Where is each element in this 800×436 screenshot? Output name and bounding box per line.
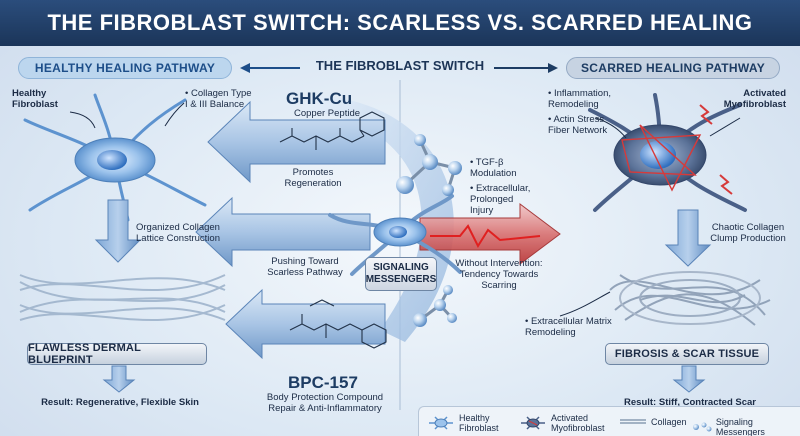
bpc-arrow <box>225 288 386 360</box>
without-intervention-label: Without Intervention: Tendency Towards S… <box>455 258 543 291</box>
healthy-fibroblast-label: Healthy Fibroblast <box>12 88 58 110</box>
collagen-balance-label: • Collagen Type I & III Balance <box>185 88 252 110</box>
extracellular-injury-label: • Extracellular, Prolonged Injury <box>470 183 531 216</box>
molecule-spheres-top <box>396 134 462 196</box>
collagen-lattice <box>19 274 226 321</box>
ghk-structure <box>279 111 385 150</box>
legend-collagen: Collagen <box>619 417 687 427</box>
chaotic-collagen-label: Chaotic Collagen Clump Production <box>710 222 786 244</box>
header-arrow-left <box>240 63 300 73</box>
molecule-spheres-bottom <box>413 285 457 327</box>
bpc-structure <box>289 299 387 349</box>
ghk-cu-name: GHK-Cu <box>286 89 353 108</box>
healthy-fibroblast-icon <box>429 416 453 430</box>
collagen-icon <box>620 419 646 424</box>
signaling-messengers-label: SIGNALING MESSENGERS <box>365 262 437 285</box>
legend: Healthy Fibroblast Activated Myofibrobla… <box>418 406 800 436</box>
scarred-result-label: Result: Stiff, Contracted Scar <box>624 397 756 408</box>
legend-signaling: Signaling Messengers <box>691 417 800 436</box>
right-down-arrow-2 <box>672 365 706 393</box>
healthy-result-label: Result: Regenerative, Flexible Skin <box>41 397 199 408</box>
page-title: THE FIBROBLAST SWITCH: SCARLESS VS. SCAR… <box>47 10 753 35</box>
scarring-arrow <box>419 203 561 265</box>
pointer-lines <box>69 102 741 317</box>
healthy-fibroblast-cell <box>23 93 207 222</box>
organized-lattice-label: Organized Collagen Lattice Construction <box>136 222 220 244</box>
fibrosis-scar-box: FIBROSIS & SCAR TISSUE <box>605 343 769 365</box>
activated-myofibroblast-icon <box>521 416 545 430</box>
title-bar: THE FIBROBLAST SWITCH: SCARLESS VS. SCAR… <box>0 0 800 46</box>
flawless-blueprint-box: FLAWLESS DERMAL BLUEPRINT <box>27 342 207 366</box>
activated-myofibroblast-label: Activated Myofibroblast <box>723 88 786 110</box>
left-down-arrow-1 <box>94 199 142 263</box>
inflammation-label: • Inflammation, Remodeling <box>548 88 611 110</box>
left-down-arrow-2 <box>102 365 136 393</box>
ghk-cu-subtitle: Copper Peptide <box>294 108 361 119</box>
legend-healthy: Healthy Fibroblast <box>427 413 499 433</box>
collagen-clump <box>609 271 771 326</box>
bpc-157-name: BPC-157 <box>288 373 358 392</box>
actin-fiber-label: • Actin Stress Fiber Network <box>548 114 608 136</box>
right-down-arrow-1 <box>664 209 712 267</box>
header-arrow-right <box>494 63 558 73</box>
pushing-arrow <box>195 196 371 268</box>
ghk-arrow <box>207 100 386 184</box>
signaling-messengers-box: SIGNALING MESSENGERS <box>365 257 437 291</box>
tgf-beta-label: • TGF-β Modulation <box>470 157 517 179</box>
healthy-pathway-header: HEALTHY HEALING PATHWAY <box>18 57 232 79</box>
bpc-157-subtitle: Body Protection Compound Repair & Anti-I… <box>266 392 384 414</box>
promotes-regeneration-label: Promotes Regeneration <box>284 167 342 189</box>
signaling-cell <box>328 194 462 276</box>
legend-activated: Activated Myofibroblast <box>519 413 605 433</box>
signaling-messengers-icon <box>693 422 712 432</box>
scarred-pathway-header: SCARRED HEALING PATHWAY <box>566 57 780 79</box>
pushing-scarless-label: Pushing Toward Scarless Pathway <box>267 256 343 278</box>
fibroblast-switch-header: THE FIBROBLAST SWITCH <box>315 58 485 73</box>
activated-myofibroblast-cell <box>588 93 747 212</box>
ecm-remodeling-label: • Extracellular Matrix Remodeling <box>525 316 612 338</box>
